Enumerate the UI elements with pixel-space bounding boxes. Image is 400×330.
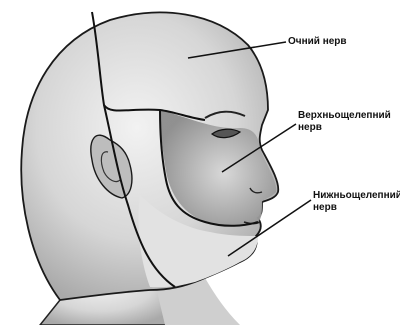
label-ophthalmic-text: Очний нерв	[288, 36, 347, 47]
label-ophthalmic-nerve: Очний нерв	[288, 36, 347, 48]
label-mandibular-line2: нерв	[313, 202, 400, 214]
label-mandibular-nerve: Нижньощелепний нерв	[313, 190, 400, 214]
label-maxillary-line1: Верхньощелепний	[298, 110, 391, 122]
label-mandibular-line1: Нижньощелепний	[313, 190, 400, 202]
label-maxillary-line2: нерв	[298, 122, 391, 134]
label-maxillary-nerve: Верхньощелепний нерв	[298, 110, 391, 134]
